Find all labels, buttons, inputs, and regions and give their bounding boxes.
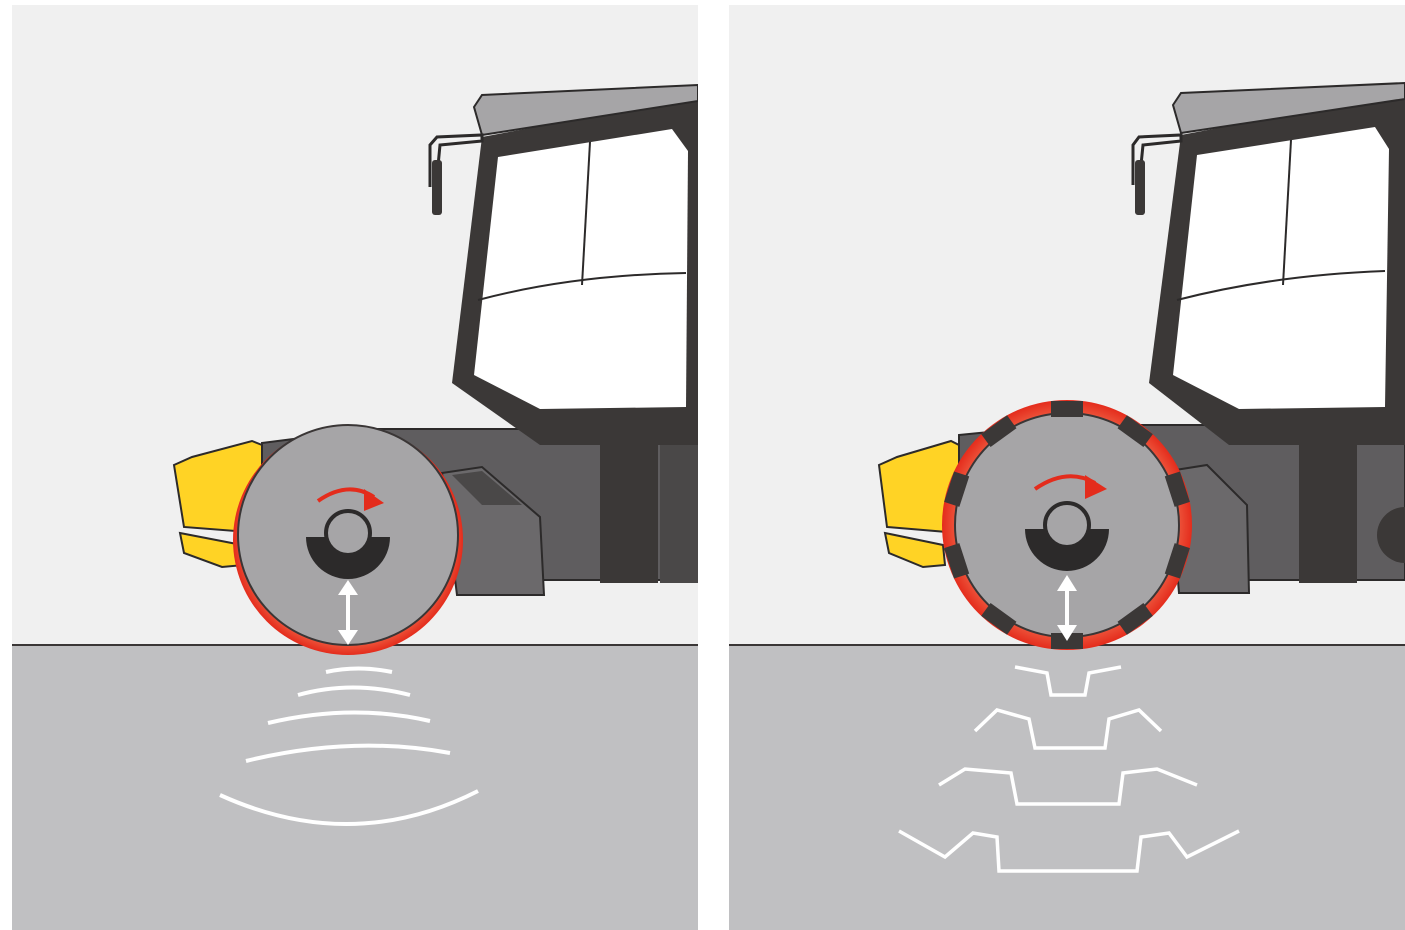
smooth-drum (233, 424, 463, 655)
wave-arc-5 (219, 789, 479, 827)
mirror (428, 133, 484, 188)
wave-step-4 (898, 829, 1240, 873)
vertical-oscillation-arrow-icon (1057, 575, 1077, 641)
rotation-arrow-icon (1033, 474, 1107, 499)
wave-arc-2 (297, 685, 411, 697)
ground-wave-arcs (219, 666, 479, 827)
eccentric-weight-icon (306, 537, 390, 579)
smooth-drum-panel (12, 5, 698, 930)
front-bumper (877, 439, 960, 535)
mirror (1131, 133, 1183, 186)
ground-wave-steps (898, 665, 1240, 873)
front-light (178, 531, 246, 569)
vertical-oscillation-arrow-icon (338, 580, 358, 645)
cab-roof (472, 83, 698, 137)
cab-window (474, 129, 688, 409)
cab-window (1173, 127, 1389, 409)
smooth-drum-illustration (12, 83, 698, 930)
front-light (883, 531, 947, 569)
padfoot-drum-illustration (729, 81, 1405, 930)
wave-step-2 (973, 708, 1163, 750)
cab-roof (1171, 81, 1405, 135)
padfoot-drum-panel (729, 5, 1405, 930)
wave-arc-4 (245, 743, 451, 763)
padfoot-drum (942, 400, 1192, 650)
ground (729, 645, 1405, 930)
rotation-arrow-icon (316, 487, 384, 511)
ground (12, 645, 698, 930)
cab-post (600, 425, 658, 583)
cab-post (1299, 425, 1357, 583)
wave-arc-3 (267, 710, 431, 725)
wave-step-1 (1014, 665, 1122, 697)
padfoot-teeth (944, 401, 1190, 649)
wave-step-3 (938, 767, 1198, 806)
eccentric-weight-icon (1025, 529, 1109, 571)
wave-arc-1 (325, 666, 393, 674)
